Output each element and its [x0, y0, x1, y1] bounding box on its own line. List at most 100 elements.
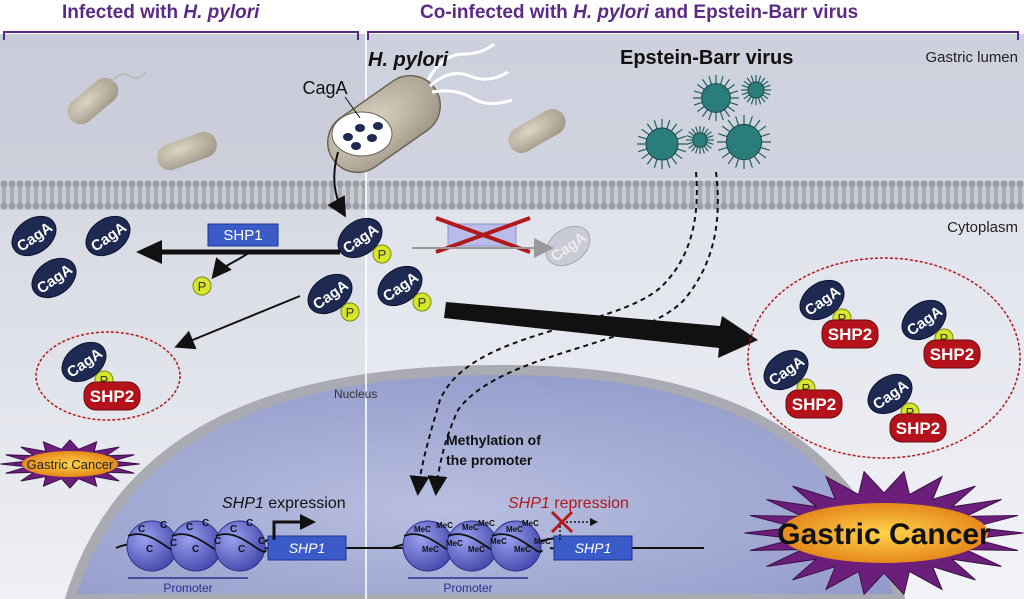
- lumen-band: [0, 34, 1024, 179]
- methylation-label-line1: Methylation of: [446, 432, 541, 448]
- complex-phospho-1-label: P: [838, 311, 847, 326]
- complex-shp2-2: SHP2: [923, 339, 981, 369]
- cpg-mark: MeC: [422, 545, 439, 554]
- shp2-binding-arrow-left: [174, 295, 301, 350]
- phospho-2-label: P: [346, 305, 355, 320]
- gastric-cancer-small: Gastric Cancer: [0, 439, 140, 489]
- cancer-promotion-arrow: [444, 302, 758, 358]
- gastric-cancer-large: Gastric Cancer: [744, 470, 1024, 596]
- ebv-virion-0: [693, 75, 739, 121]
- shp1-repression-label: SHP1 repression: [508, 495, 629, 512]
- shp1-gene-label: SHP1: [289, 540, 326, 556]
- complex-shp2-3: SHP2: [785, 389, 843, 419]
- cpg-mark: MeC: [446, 539, 463, 548]
- ebv-label: Epstein-Barr virus: [620, 47, 793, 69]
- complex-shp2-1: SHP2: [821, 319, 879, 349]
- ebv-virion-4: [717, 115, 771, 169]
- complex-shp2-0-label: SHP2: [90, 387, 134, 406]
- phospho-2: P: [340, 302, 360, 322]
- caga-phospho-2: CagA: [307, 273, 353, 315]
- complex-shp2-4-label: SHP2: [896, 419, 940, 438]
- caga-phospho-3: CagA: [377, 265, 423, 307]
- shp1-expression-label: SHP1 expression: [222, 495, 346, 512]
- gastric-cancer-large-label: Gastric Cancer: [777, 518, 991, 551]
- phospho-3-label: P: [418, 295, 427, 310]
- phospho-1: P: [372, 244, 392, 264]
- header-right: Co-infected with H. pylori and Epstein-B…: [420, 2, 859, 23]
- cpg-mark: C: [202, 518, 209, 529]
- cpg-mark: MeC: [478, 519, 495, 528]
- caga-callout-label: CagA: [302, 78, 347, 98]
- complex-caga-4: CagA: [867, 373, 913, 415]
- complex-phospho-3-label: P: [802, 381, 811, 396]
- methylation-label-line2: the promoter: [446, 452, 533, 468]
- complex-shp2-0: SHP2: [83, 381, 141, 411]
- promoter-label: Promoter: [443, 581, 492, 595]
- caga-free-2: CagA: [85, 215, 131, 257]
- methylation-path-1: [409, 171, 698, 496]
- cpg-mark: MeC: [490, 537, 507, 546]
- shp2-complex-circle-left: [35, 331, 181, 421]
- cytoplasm-label: Cytoplasm: [947, 219, 1018, 236]
- complex-phospho-2-label: P: [940, 331, 949, 346]
- dna-promoter-left: CCCCCCCCCCCCCSHP1Promoter: [115, 518, 418, 595]
- promoter-label: Promoter: [163, 581, 212, 595]
- complex-shp2-3-label: SHP2: [792, 395, 836, 414]
- ebv-virion-1: [741, 75, 771, 105]
- shp1-gene-label: SHP1: [575, 540, 612, 556]
- repressed-arrowhead: [590, 518, 598, 526]
- caga-free-3: CagA: [31, 257, 77, 299]
- cpg-mark: C: [160, 520, 167, 531]
- cpg-mark: MeC: [506, 525, 523, 534]
- shp1-blocked: [435, 216, 531, 254]
- injection-arrow: [327, 151, 346, 218]
- shp1-gene: [553, 535, 633, 561]
- cell-membrane: [0, 180, 1024, 210]
- cpg-mark: C: [258, 536, 265, 547]
- methylation-path-2: [427, 171, 719, 496]
- repression-x-2: [550, 510, 574, 534]
- dna-promoter-right: MeCMeCMeCMeCMeCMeCMeCMeCMeCMeCMeCMeCMeCS…: [391, 519, 704, 595]
- cpg-mark: C: [170, 538, 177, 549]
- ebv-virion-3: [686, 126, 714, 154]
- gastric-cancer-small-label: Gastric Cancer: [27, 457, 114, 472]
- cpg-mark: C: [246, 518, 253, 529]
- caga-free-1: CagA: [11, 215, 57, 257]
- cpg-mark: MeC: [534, 537, 551, 546]
- cpg-mark: MeC: [514, 545, 531, 554]
- cpg-mark: MeC: [414, 525, 431, 534]
- shp1-protein-label: SHP1: [223, 227, 262, 244]
- cpg-mark: C: [230, 524, 237, 535]
- right-header-bracket: [367, 31, 1019, 40]
- bacterium-right-1: [508, 109, 566, 153]
- bacterium-left-2: [157, 131, 217, 171]
- phospho-3: P: [412, 292, 432, 312]
- transcription-arrow: [272, 520, 304, 540]
- nucleus-label: Nucleus: [334, 387, 377, 401]
- bacterium-injecting: [327, 42, 513, 174]
- bacterium-left-1: [67, 71, 147, 125]
- complex-shp2-2-label: SHP2: [930, 345, 974, 364]
- caga-blocked: CagA: [545, 225, 591, 267]
- cpg-mark: C: [186, 522, 193, 533]
- h-pylori-label: H. pylori: [368, 49, 448, 71]
- complex-phospho-0-label: P: [100, 373, 109, 388]
- cpg-mark: MeC: [436, 521, 453, 530]
- phospho-released: P: [192, 276, 212, 296]
- caga-callout-line: [344, 96, 361, 119]
- ebv-virions: [637, 75, 771, 169]
- phospho-released-label: P: [198, 279, 207, 294]
- cpg-mark: C: [146, 544, 153, 555]
- complex-shp2-4: SHP2: [889, 413, 947, 443]
- cpg-mark: C: [214, 536, 221, 547]
- dephosphorylation-arrow: [211, 251, 251, 280]
- complex-phospho-4-label: P: [906, 405, 915, 420]
- ebv-virion-2: [637, 119, 687, 169]
- cpg-mark: C: [138, 524, 145, 535]
- cpg-mark: C: [238, 544, 245, 555]
- cpg-mark: C: [192, 544, 199, 555]
- shp1-gene: [267, 535, 347, 561]
- cpg-mark: MeC: [462, 523, 479, 532]
